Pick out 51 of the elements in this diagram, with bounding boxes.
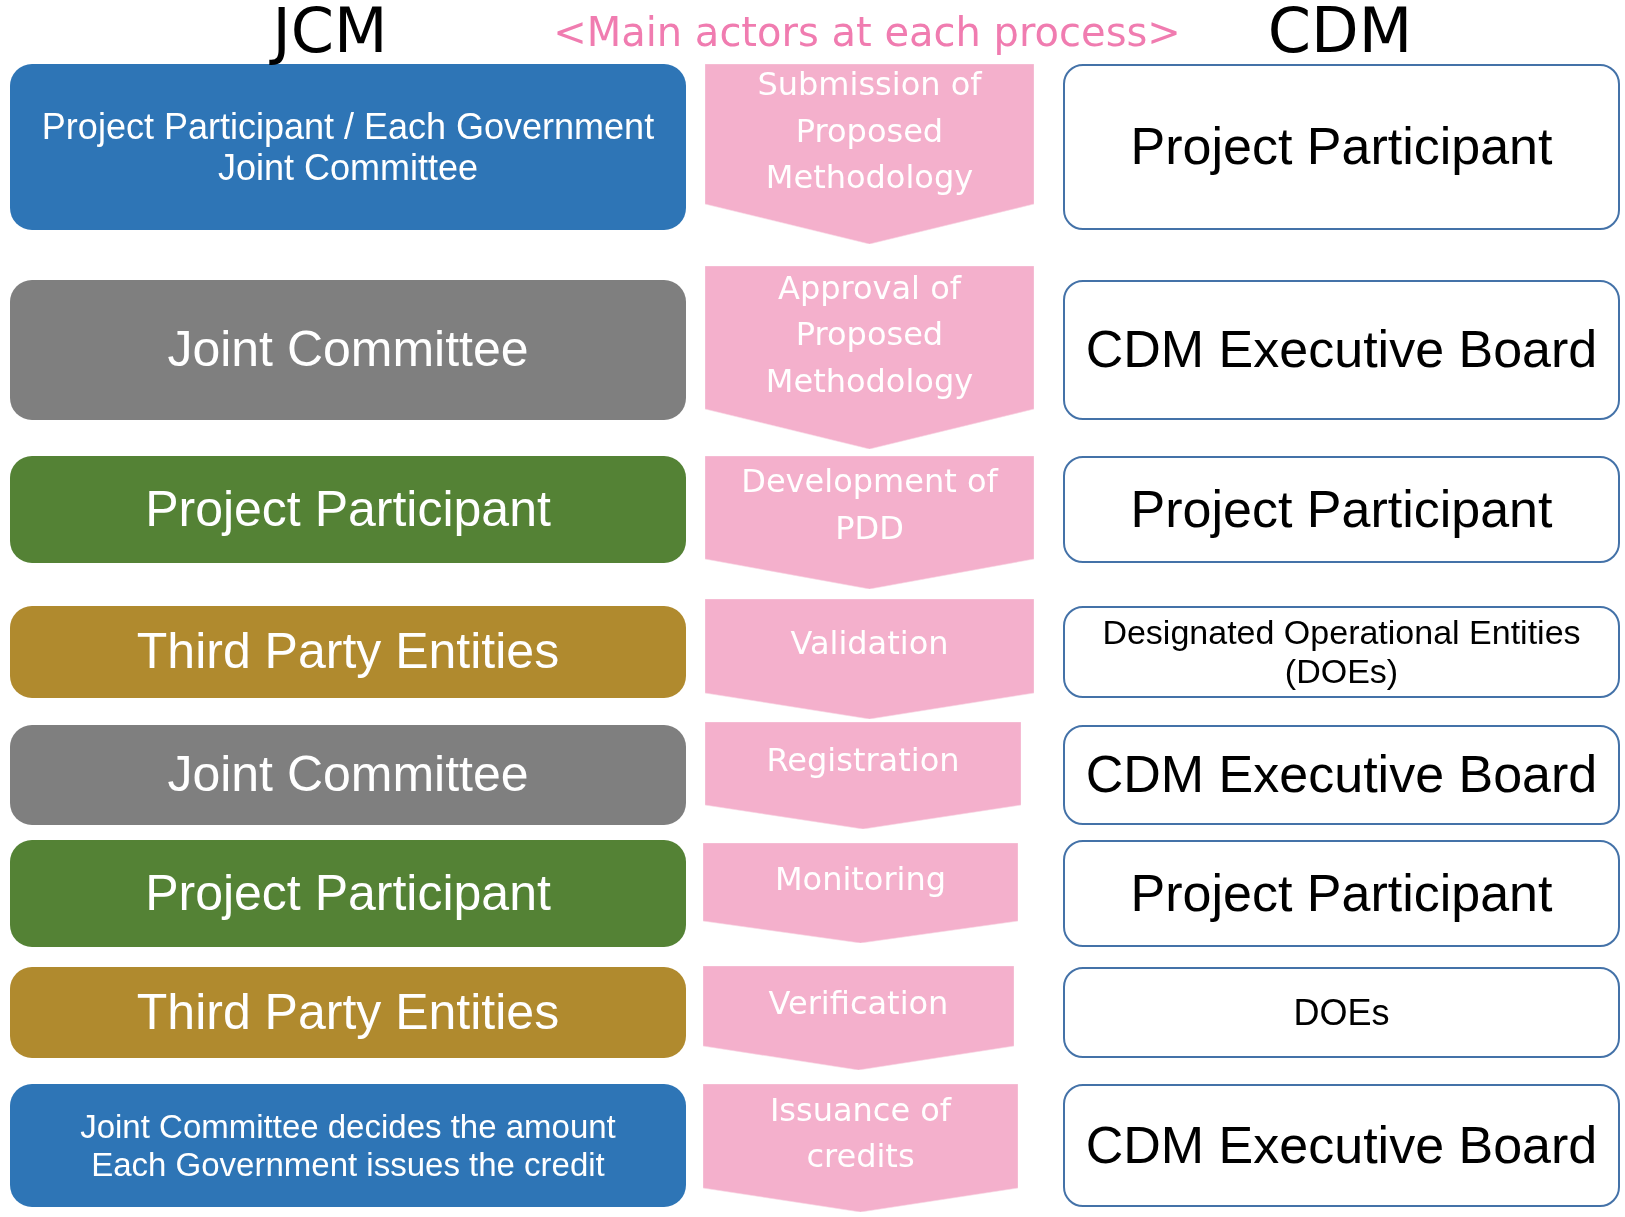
node-text: Project Participant [145,480,551,539]
actor-box [10,1084,686,1207]
node-text: CDM Executive Board [1085,1115,1598,1176]
node-text: DOEs [1293,991,1390,1034]
node-text: Third Party Entities [136,623,560,681]
node-text: Validation [790,622,949,664]
node-text: Designated Operational Entities (DOEs) [1101,612,1582,692]
actor-box [1063,456,1620,563]
process-step-shape [703,843,1018,943]
node-text: Joint Committee [167,321,529,379]
node-text: Project Participant [1130,117,1553,177]
actor-box [1063,840,1620,947]
actor-box [10,840,686,947]
actor-box [10,606,686,698]
node-text: Approval of Proposed Methodology [764,267,975,402]
actor-box [1063,64,1620,230]
actor-box [1063,280,1620,420]
node-text: Development of PDD [740,461,1000,549]
node-text: Submission of Proposed Methodology [756,64,983,199]
actor-box [10,64,686,230]
actor-box [1063,725,1620,825]
node-text: CDM Executive Board [1085,745,1598,805]
node-text: Monitoring [774,858,947,900]
actor-box [10,280,686,420]
actor-box [1063,967,1620,1058]
process-step-shape [705,64,1034,244]
node-text: Each Government issues the credit [91,1145,605,1184]
node-text: Project Participant [1130,863,1553,924]
column-heading: CDM [1267,0,1413,62]
node-text: Issuance of credits [768,1089,953,1177]
node-text: Joint Committee [217,147,479,189]
node-text: Joint Committee decides the amount [80,1107,616,1146]
process-step-shape [703,966,1014,1070]
actor-box [1063,606,1620,698]
process-step-shape [705,456,1034,589]
node-text: CDM Executive Board [1085,320,1598,380]
actor-box [10,456,686,563]
process-step-shape [703,1084,1018,1212]
process-step-shape [705,599,1034,719]
actor-box [1063,1084,1620,1207]
actor-box [10,967,686,1058]
process-step-shape [705,722,1021,829]
node-text: Project Participant [145,864,551,923]
process-step-shape [705,266,1034,449]
node-text: Verification [768,982,949,1024]
node-text: Registration [766,740,960,782]
node-text: Project Participant / Each Government [41,105,655,147]
node-text: Project Participant [1130,479,1553,540]
actor-box [10,725,686,825]
node-text: Third Party Entities [136,983,560,1042]
node-text: Joint Committee [167,746,529,804]
